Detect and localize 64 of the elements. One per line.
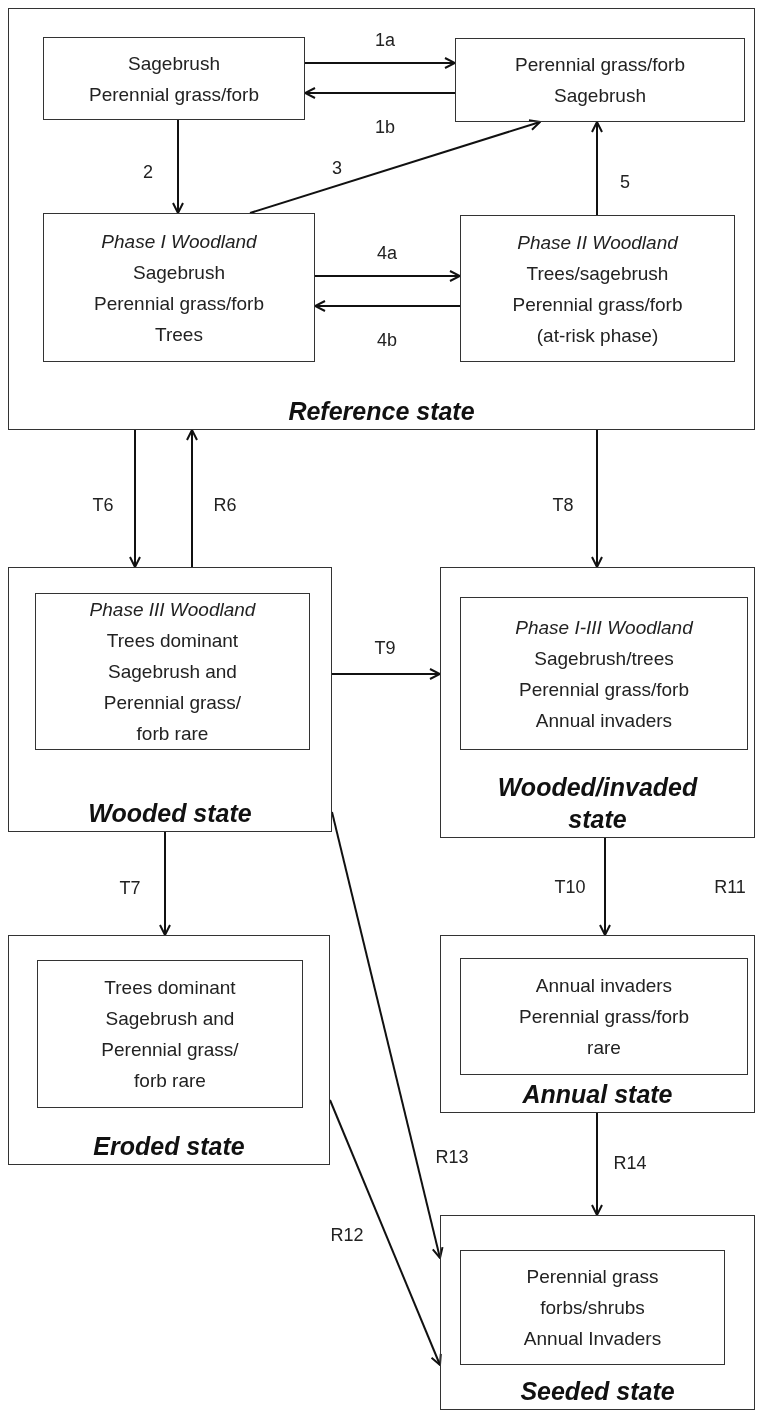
phase-box	[455, 38, 745, 122]
arrow	[314, 300, 461, 312]
arrow	[591, 121, 603, 216]
state-title: Wooded/invaded state	[496, 772, 699, 835]
vegetation-text: Sagebrush	[128, 51, 220, 76]
vegetation-text: Trees dominant	[104, 976, 236, 1000]
state-title: Annual state	[522, 1079, 673, 1110]
vegetation-text: Sagebrush/trees	[534, 646, 674, 671]
vegetation-text: Sagebrush	[133, 260, 225, 285]
vegetation-text: Annual Invaders	[523, 1327, 662, 1351]
phase-box	[460, 958, 748, 1075]
state-box	[8, 935, 330, 1165]
vegetation-text: Trees	[155, 322, 203, 347]
vegetation-text: Annual invaders	[535, 974, 673, 998]
vegetation-text: Perennial grass/forb	[512, 292, 683, 317]
arrow	[331, 668, 441, 680]
vegetation-text: Sagebrush and Perennial grass/ forb rare	[102, 660, 243, 746]
vegetation-text: Perennial grass/forb rare	[517, 1005, 690, 1060]
vegetation-text: Trees dominant	[106, 629, 239, 653]
phase-box	[37, 960, 303, 1108]
arrow	[314, 270, 461, 282]
vegetation-text: Perennial grass/forb	[88, 82, 259, 107]
phase-box	[43, 213, 315, 362]
vegetation-text: Perennial grass/forb	[514, 53, 685, 77]
phase-heading: Phase I Woodland	[101, 229, 257, 254]
vegetation-text: Perennial grass	[526, 1265, 659, 1289]
vegetation-text: forbs/shrubs	[540, 1296, 645, 1320]
arrow	[129, 429, 141, 568]
arrow	[186, 429, 198, 568]
state-box	[8, 8, 755, 430]
arrow	[249, 119, 541, 214]
state-box	[8, 567, 332, 832]
vegetation-text: Trees/sagebrush	[526, 261, 669, 286]
state-title: Wooded state	[88, 798, 252, 829]
state-title: Eroded state	[93, 1131, 245, 1162]
state-title: Seeded state	[520, 1376, 675, 1407]
phase-box	[43, 37, 305, 120]
arrow	[331, 811, 444, 1259]
phase-heading: Phase II Woodland	[517, 230, 678, 255]
arrow	[172, 119, 184, 214]
phase-box	[460, 597, 748, 750]
vegetation-text: Perennial grass/forb	[518, 677, 689, 702]
state-box	[440, 567, 755, 838]
arrow	[304, 57, 456, 69]
phase-box	[460, 1250, 725, 1365]
phase-heading: Phase I-III Woodland	[515, 615, 693, 640]
phase-box	[460, 215, 735, 362]
vegetation-text: Perennial grass/forb	[93, 291, 264, 316]
state-title: Reference state	[288, 396, 475, 427]
arrow	[329, 1099, 442, 1366]
transition-label: R11	[714, 876, 746, 898]
arrow	[304, 87, 456, 99]
state-box	[440, 1215, 755, 1410]
vegetation-text: Annual invaders	[535, 708, 673, 733]
arrow	[591, 429, 603, 568]
vegetation-text: Sagebrush and Perennial grass/ forb rare	[100, 1007, 240, 1093]
phase-box	[35, 593, 310, 750]
vegetation-text: (at-risk phase)	[536, 323, 659, 348]
arrow	[159, 831, 171, 936]
arrow	[599, 837, 611, 936]
state-box	[440, 935, 755, 1113]
phase-heading: Phase III Woodland	[89, 598, 256, 622]
arrow	[591, 1112, 603, 1216]
vegetation-text: Sagebrush	[554, 84, 646, 108]
